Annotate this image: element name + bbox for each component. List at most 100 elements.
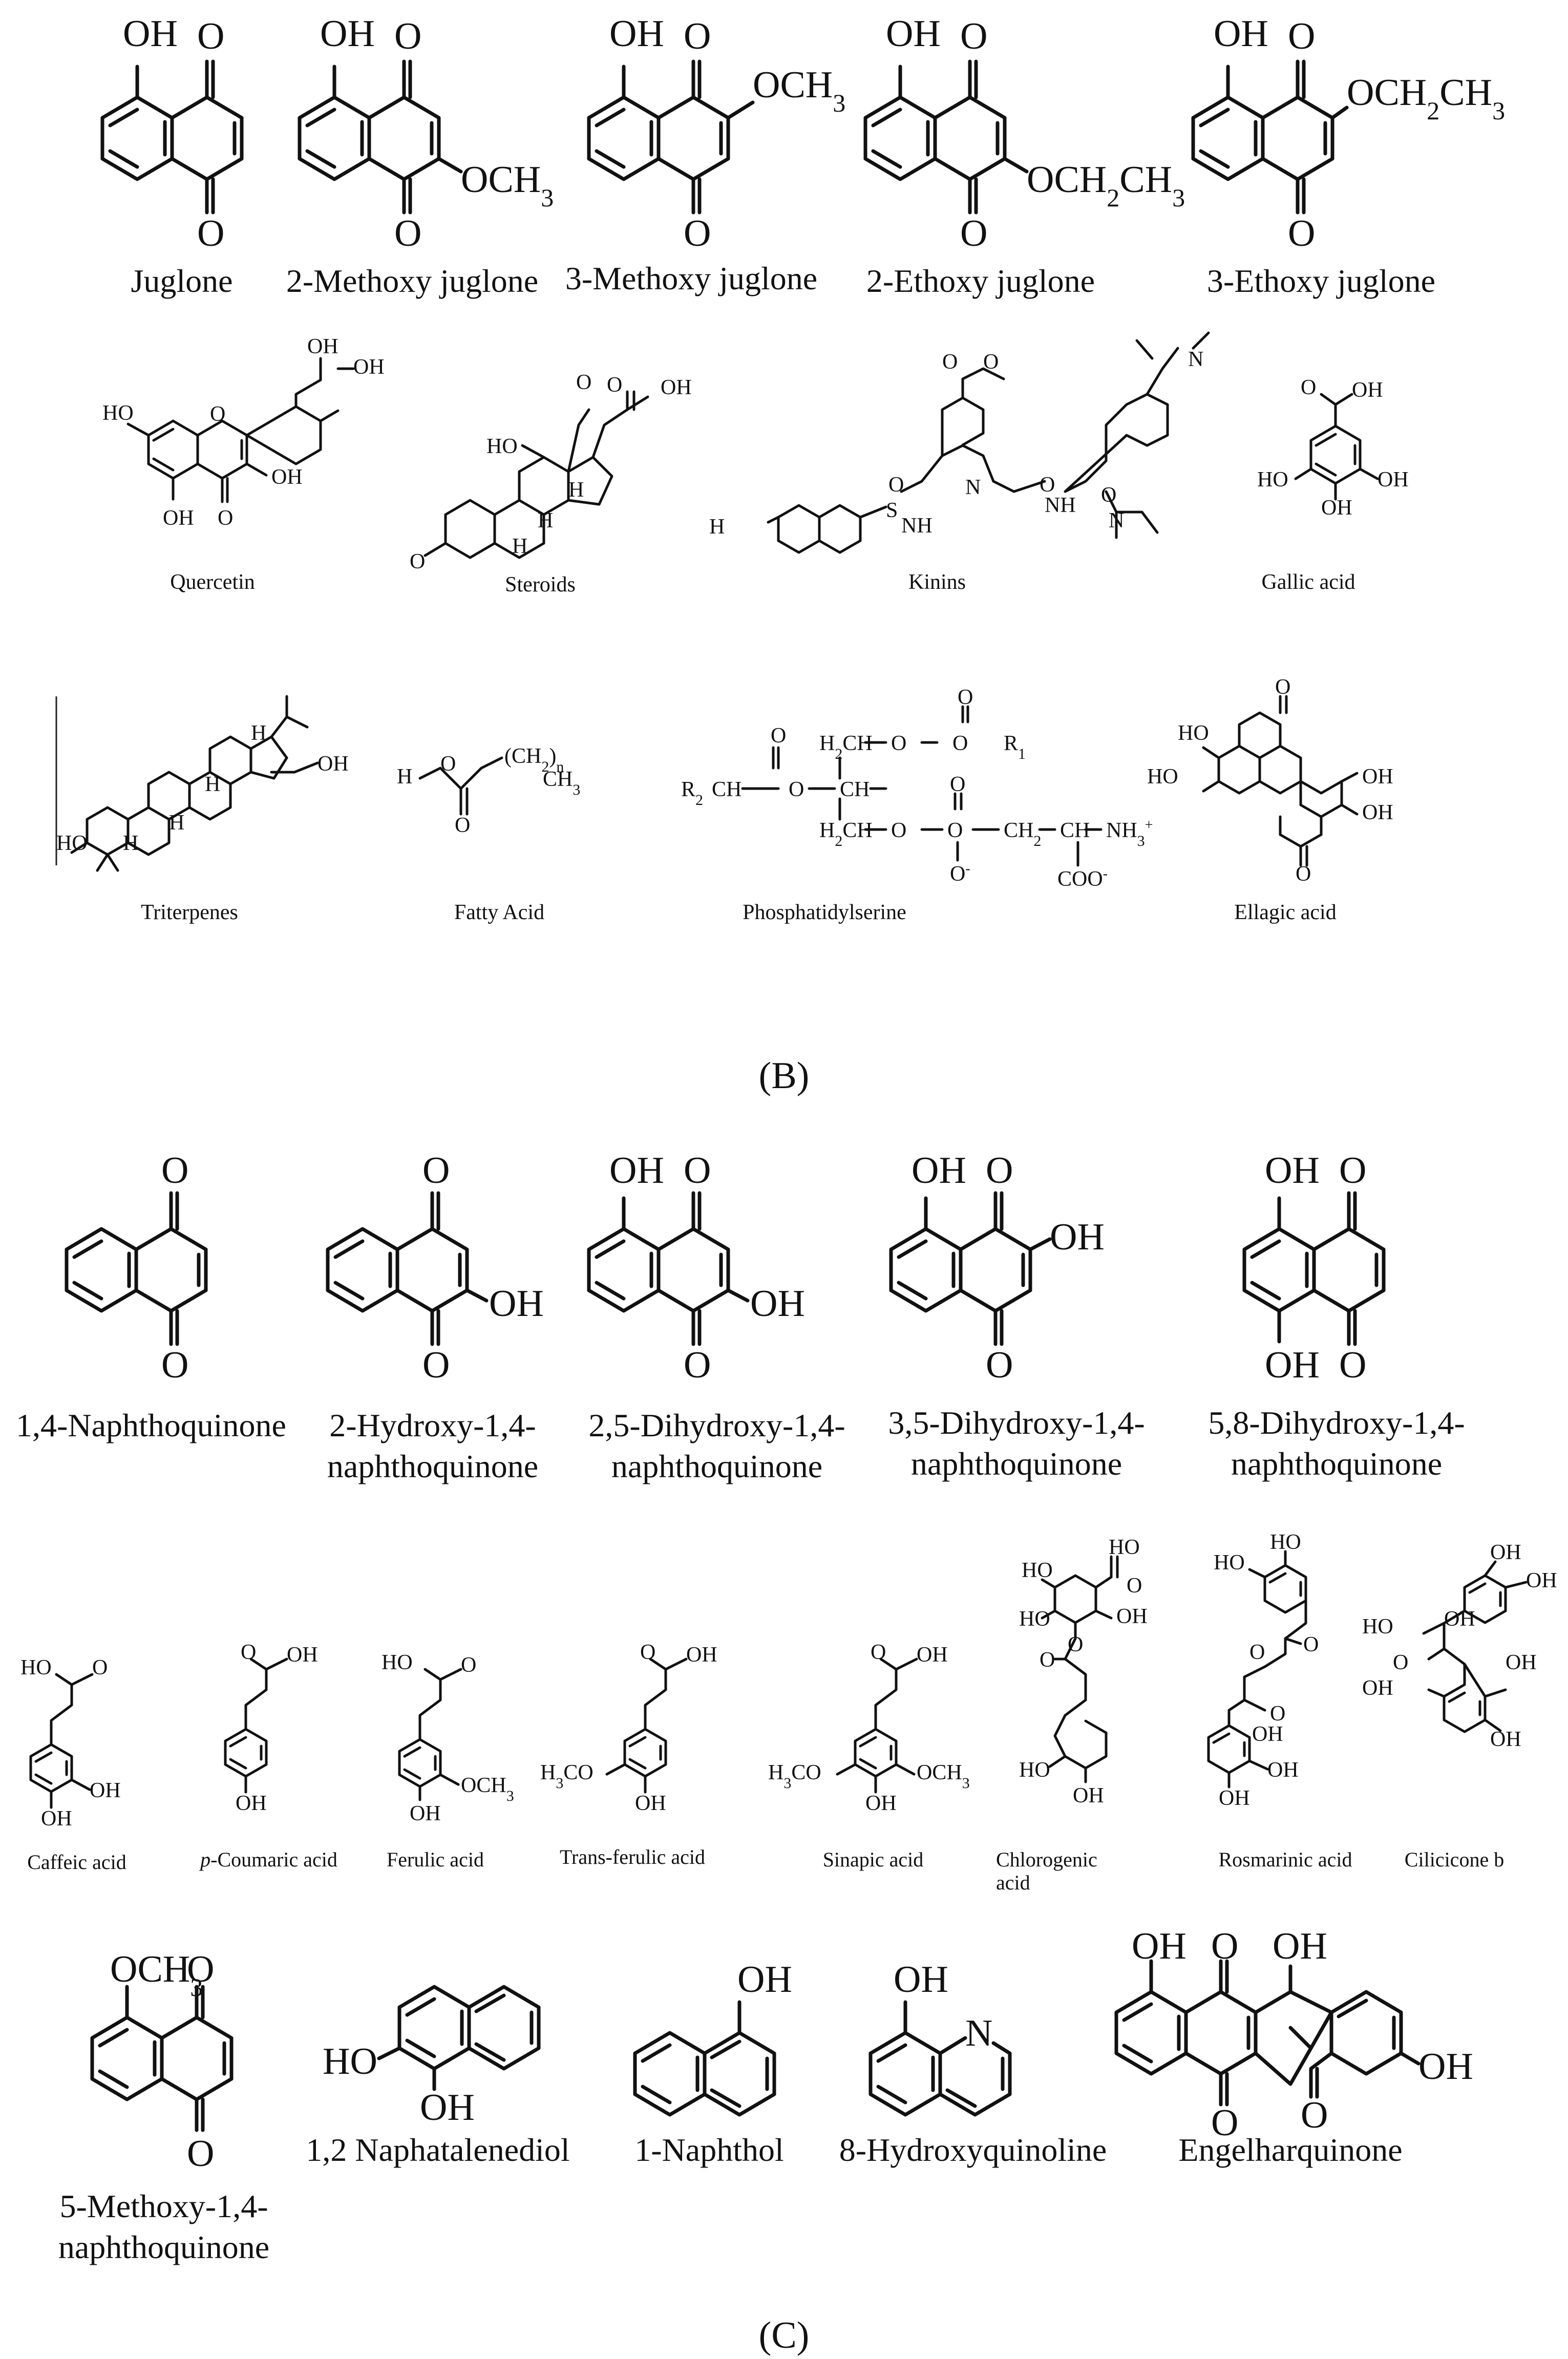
atom-label: O — [455, 814, 470, 837]
structure-1-naphthol: OH — [633, 1959, 792, 2117]
atom-label: OH — [1352, 378, 1383, 402]
compound-name: Fatty Acid — [454, 901, 544, 924]
atom-label: O — [1249, 1641, 1265, 1664]
atom-label: OH — [1214, 13, 1268, 55]
atom-label: O — [241, 1641, 256, 1664]
atom-label: H — [205, 773, 220, 796]
atom-label: NH3+ — [1106, 817, 1153, 849]
atom-label: O — [640, 1641, 655, 1664]
compound-name: Ellagic acid — [1234, 901, 1336, 924]
compound-name: Cilicicone b — [1405, 1848, 1504, 1871]
atom-label: HO — [102, 401, 134, 425]
structure-3-methoxy-juglone: OH O O OCH3 — [587, 13, 845, 254]
atom-label: O — [161, 1344, 188, 1386]
structure-3-ethoxy-juglone: OH O O OCH2CH3 — [1191, 13, 1505, 254]
atom-label: OH — [1418, 2046, 1473, 2088]
atom-label: H — [169, 811, 184, 835]
structure-3-5-dihydroxy-1-4-naphthoquinone: OH O O OH — [889, 1150, 1105, 1386]
atom-label: HO — [382, 1651, 413, 1674]
atom-label: OH — [917, 1643, 948, 1667]
atom-label: CH — [840, 778, 870, 801]
compound-name: Gallic acid — [1261, 570, 1355, 594]
structure-ferulic-acid: HO O OCH3 OH — [382, 1651, 514, 1825]
atom-label: O — [1211, 1925, 1238, 1967]
compound-name: Quercetin — [170, 570, 255, 594]
structure-sinapic-acid: O OH H3CO OCH3 OH — [768, 1641, 970, 1815]
atom-label: H — [568, 478, 584, 502]
structure-juglone: OH O O — [100, 13, 244, 254]
compound-name: Engelharquinone — [1178, 2132, 1402, 2168]
atom-label: OH — [163, 506, 194, 530]
compound-name: naphthoquinone — [327, 1448, 538, 1484]
atom-label: O — [1040, 1648, 1055, 1672]
atom-label: CH — [1060, 819, 1090, 842]
atom-label: OH — [1526, 1569, 1557, 1592]
structure-kinin: H S NH O O O N O NH O N N — [709, 331, 1210, 554]
atom-label: HO — [56, 832, 88, 855]
atom-label: O — [1040, 473, 1055, 497]
atom-label: OH — [353, 355, 385, 379]
atom-label: CH2 — [1004, 819, 1041, 849]
compound-name: naphthoquinone — [911, 1446, 1122, 1482]
compound-name: 1-Naphthol — [634, 2132, 784, 2168]
structure-cilicicone-b: OH OH HO OH O OH OH OH — [1362, 1541, 1557, 1751]
atom-label: OH — [737, 1959, 792, 2001]
atom-label: H — [251, 721, 266, 745]
atom-label: CH — [712, 778, 741, 801]
atom-label: O — [891, 732, 906, 755]
atom-label: O — [1339, 1150, 1366, 1192]
structure-rosmarinic-acid: HO HO O O O OH OH OH — [1207, 1531, 1319, 1810]
atom-label: O — [789, 778, 804, 801]
atom-label: N — [965, 476, 981, 499]
atom-label: OH — [489, 1283, 544, 1325]
structure-1-2-naphthalenediol: HO OH — [323, 1985, 541, 2129]
atom-label: O — [986, 1150, 1013, 1192]
atom-label: OH — [635, 1792, 666, 1815]
structure-chlorogenic-acid: HO HO HO OH O O O HO OH — [1019, 1536, 1148, 1808]
compound-name: 1,4-Naphthoquinone — [16, 1407, 286, 1443]
atom-label: O — [410, 550, 425, 573]
atom-label: OH — [661, 376, 692, 399]
atom-label: OH — [41, 1807, 72, 1831]
atom-label: O — [394, 15, 421, 57]
atom-label: O — [684, 1344, 711, 1386]
structure-caffeic-acid: HO O OH OH — [20, 1656, 121, 1831]
panel-label-b: (B) — [759, 1055, 810, 1097]
structure-gallic-acid: O OH HO OH OH — [1257, 376, 1409, 520]
atom-label: H — [709, 515, 725, 539]
atom-label: N — [1188, 348, 1203, 371]
atom-label: O — [187, 1948, 214, 1990]
atom-label: O — [1296, 862, 1311, 886]
structure-phosphatidylserine: R2 O CH O CH H2CH O O O R1 H2CH O O O O-… — [681, 686, 1153, 891]
atom-label: OCH2CH3 — [1347, 72, 1505, 125]
atom-label: O — [218, 506, 233, 530]
atom-label: O — [1393, 1651, 1408, 1674]
atom-label: O — [92, 1656, 108, 1680]
compound-name: 5-Methoxy-1,4- — [59, 2188, 268, 2224]
atom-label: O — [1339, 1344, 1366, 1386]
atom-label: O — [197, 15, 224, 57]
atom-label: OH — [1265, 1344, 1320, 1386]
compound-name: Triterpenes — [141, 901, 238, 924]
atom-label: HO — [1257, 468, 1288, 492]
atom-label: OH — [1267, 1758, 1299, 1782]
atom-label: O — [952, 732, 968, 755]
atom-label: R1 — [1004, 732, 1026, 762]
atom-label: OH — [1273, 1925, 1327, 1967]
atom-label: O — [960, 212, 987, 254]
atom-label: OH — [1378, 468, 1409, 492]
atom-label: O — [684, 212, 711, 254]
atom-label: H — [397, 765, 412, 789]
atom-label: O — [394, 212, 421, 254]
atom-label: O — [440, 752, 456, 776]
compound-name: Sinapic acid — [823, 1848, 924, 1871]
atom-label: OH — [1073, 1784, 1104, 1808]
atom-label: O — [1127, 1574, 1142, 1598]
atom-label: OH — [320, 13, 375, 55]
structure-2-methoxy-juglone: OH O O OCH3 — [298, 13, 554, 254]
compound-name: 2-Ethoxy juglone — [866, 263, 1095, 299]
atom-label: HO — [1178, 721, 1209, 745]
compound-name: Steroids — [505, 573, 576, 597]
atom-label: OH — [609, 13, 664, 55]
atom-label: HO — [20, 1656, 52, 1680]
